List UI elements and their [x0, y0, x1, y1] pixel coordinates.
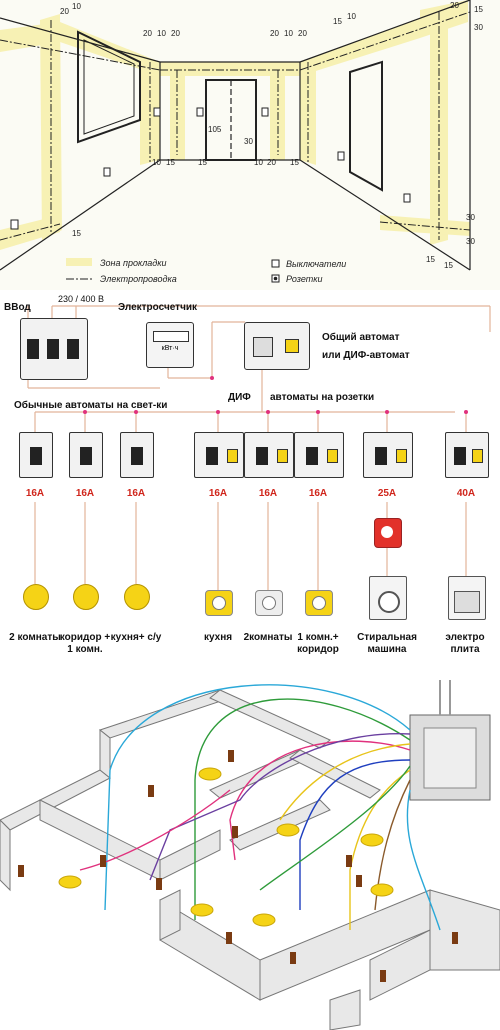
legend-wiring-label: Электропроводка — [100, 274, 177, 284]
main-breaker-icon — [244, 322, 310, 370]
load-7-label: Стиральная машина — [357, 632, 417, 655]
house-3d-drawing — [0, 680, 500, 1030]
dimension-labels: 20 10 20 10 20 20 10 20 15 10 20 15 30 1… — [60, 1, 483, 270]
svg-text:15: 15 — [166, 158, 175, 167]
light-breakers-label: Обычные автоматы на свет-ки — [14, 400, 168, 411]
breaker-2-icon — [69, 432, 103, 478]
socket-icon — [205, 590, 233, 616]
meter-unit: кВт·ч — [161, 345, 179, 352]
light-bulb-icon — [73, 584, 99, 610]
svg-text:10: 10 — [254, 158, 263, 167]
breaker-7-rating: 25А — [377, 488, 397, 499]
svg-text:30: 30 — [466, 237, 475, 246]
svg-text:30: 30 — [474, 23, 483, 32]
input-label: ВВод — [4, 302, 31, 313]
breaker-4-icon — [194, 432, 244, 478]
load-3-label: кухня+ с/у — [110, 632, 162, 643]
breaker-6-icon — [294, 432, 344, 478]
svg-text:15: 15 — [333, 17, 342, 26]
light-bulb-icon — [124, 584, 150, 610]
breaker-1-rating: 16А — [25, 488, 45, 499]
wall-wiring-diagram: 20 10 20 10 20 20 10 20 15 10 20 15 30 1… — [0, 0, 500, 290]
wall-devices — [10, 107, 411, 230]
svg-text:10: 10 — [72, 2, 81, 11]
dif-label: ДИФ — [228, 392, 251, 403]
svg-text:15: 15 — [444, 261, 453, 270]
wiring-zones — [0, 0, 470, 250]
load-6-label: 1 комн.+ коридор — [297, 632, 339, 655]
room-perspective-drawing: 20 10 20 10 20 20 10 20 15 10 20 15 30 1… — [0, 0, 483, 284]
walls — [0, 689, 500, 1030]
load-2-label: коридор + 1 комн. — [59, 632, 111, 655]
svg-text:10: 10 — [347, 12, 356, 21]
svg-text:20: 20 — [270, 29, 279, 38]
wall-sockets — [18, 750, 458, 982]
schematic-wires — [27, 305, 491, 590]
breaker-6-rating: 16А — [308, 488, 328, 499]
legend: Зона прокладки Электропроводка Выключате… — [66, 258, 346, 284]
svg-text:15: 15 — [72, 229, 81, 238]
svg-text:15: 15 — [290, 158, 299, 167]
load-5-label: 2комнаты — [243, 632, 293, 643]
breaker-8-icon — [445, 432, 489, 478]
ceiling-lights — [58, 767, 394, 927]
light-bulb-icon — [23, 584, 49, 610]
svg-text:30: 30 — [466, 213, 475, 222]
voltage-label: 230 / 400 В — [58, 294, 105, 304]
meter-label: Электросчетчик — [118, 302, 198, 313]
washing-machine-icon — [369, 576, 407, 620]
main-breaker-label-line1: Общий автомат — [322, 332, 400, 343]
svg-text:20: 20 — [267, 158, 276, 167]
zone-swatch — [66, 258, 92, 266]
breaker-2-rating: 16А — [75, 488, 95, 499]
breaker-4-rating: 16А — [208, 488, 228, 499]
breaker-5-rating: 16А — [258, 488, 278, 499]
svg-text:20: 20 — [450, 1, 459, 10]
svg-text:20: 20 — [60, 7, 69, 16]
svg-text:10: 10 — [157, 29, 166, 38]
wiring-lines — [0, 11, 471, 241]
svg-text:10: 10 — [284, 29, 293, 38]
switch-icon — [271, 259, 280, 268]
house-wiring-illustration — [0, 670, 500, 1030]
svg-text:20: 20 — [171, 29, 180, 38]
socket-icon — [255, 590, 283, 616]
load-8-label: электро плита — [445, 632, 485, 655]
breaker-3-rating: 16А — [126, 488, 146, 499]
main-breaker-label-line2: или ДИФ-автомат — [322, 350, 410, 361]
load-4-label: кухня — [203, 632, 233, 643]
svg-text:15: 15 — [426, 255, 435, 264]
svg-text:105: 105 — [208, 125, 222, 134]
svg-text:30: 30 — [244, 137, 253, 146]
socket-icon — [305, 590, 333, 616]
legend-switches-label: Выключатели — [286, 259, 346, 269]
svg-text:20: 20 — [298, 29, 307, 38]
distribution-box — [409, 680, 491, 801]
breaker-3-icon — [120, 432, 154, 478]
svg-text:10: 10 — [152, 158, 161, 167]
breaker-7-icon — [363, 432, 413, 478]
meter-icon: кВт·ч — [146, 322, 194, 368]
red-socket-icon — [374, 518, 402, 548]
socket-breakers-label: автоматы на розетки — [270, 392, 375, 403]
breaker-8-rating: 40А — [456, 488, 476, 499]
breaker-1-icon — [19, 432, 53, 478]
legend-zone-label: Зона прокладки — [100, 258, 167, 268]
input-breaker-icon — [20, 318, 88, 380]
electric-stove-icon — [448, 576, 486, 620]
breaker-5-icon — [244, 432, 294, 478]
svg-text:15: 15 — [198, 158, 207, 167]
load-1-label: 2 комнаты — [9, 632, 61, 643]
panel-schematic: ВВод 230 / 400 В Электросчетчик Общий ав… — [0, 292, 500, 670]
legend-sockets-label: Розетки — [286, 274, 323, 284]
svg-text:20: 20 — [143, 29, 152, 38]
svg-text:15: 15 — [474, 5, 483, 14]
